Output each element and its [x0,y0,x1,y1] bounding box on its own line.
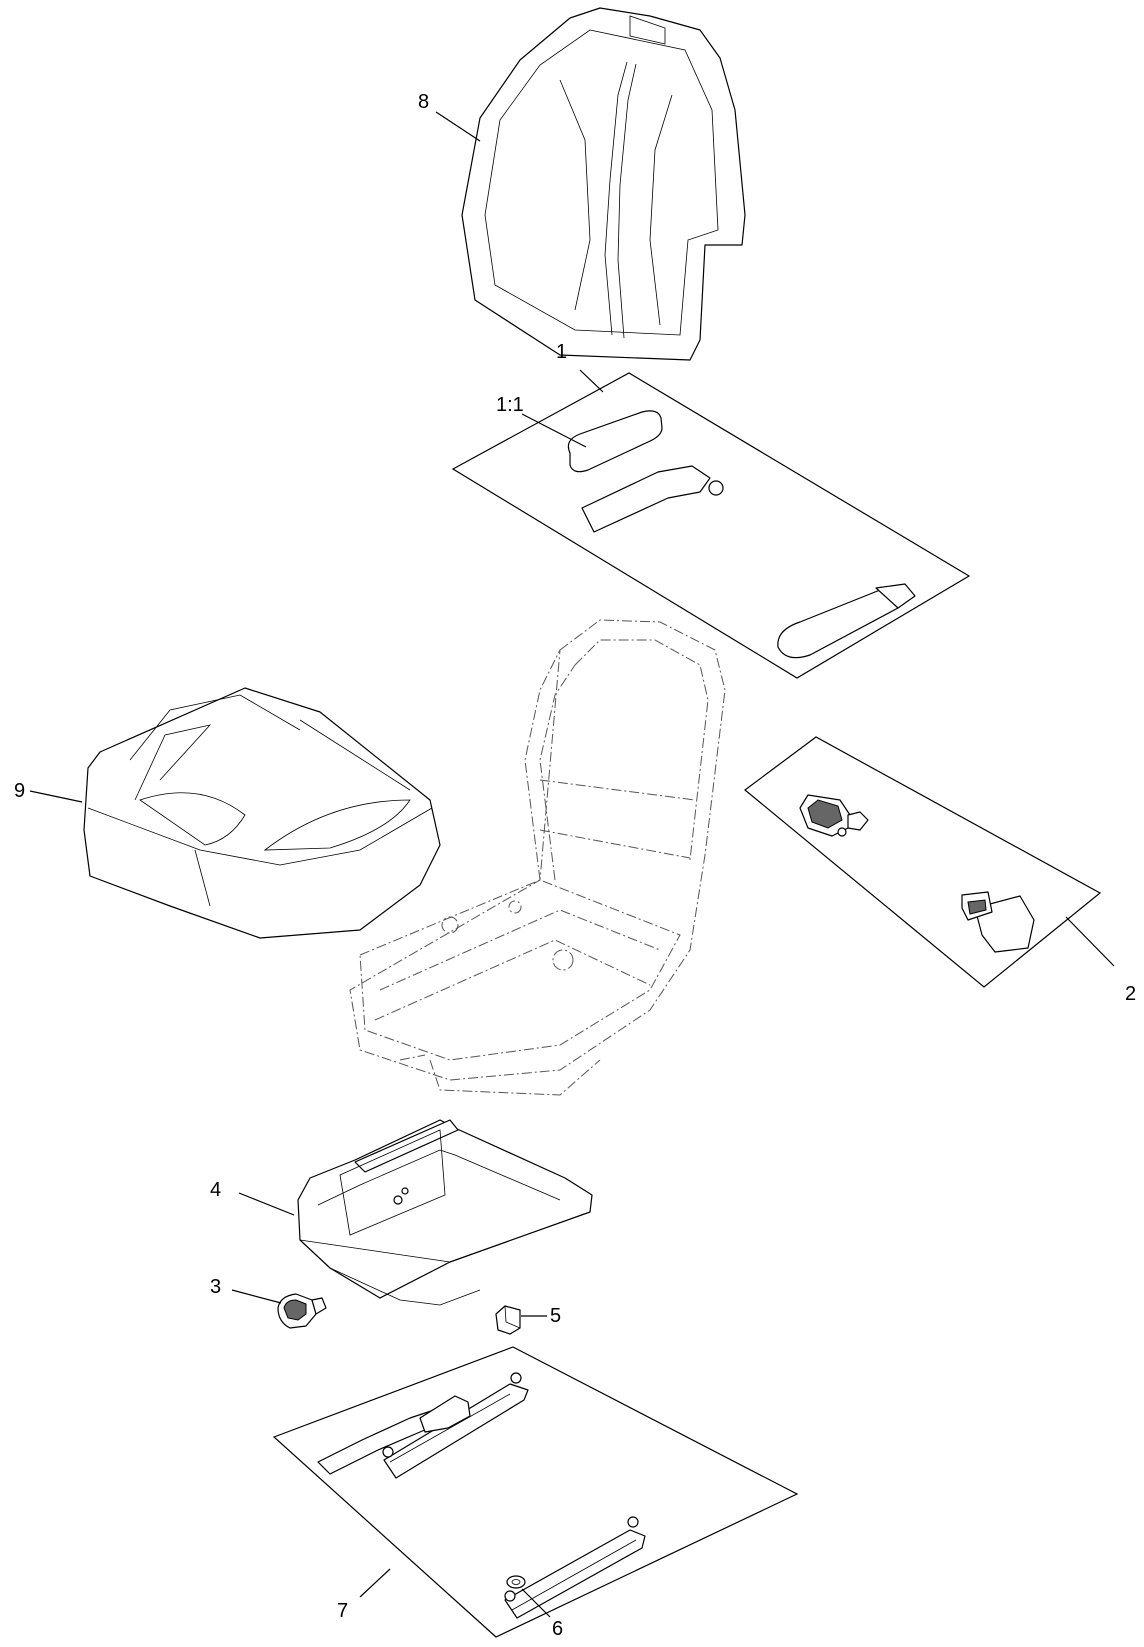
seat-frame-reference [349,619,726,1096]
callout-8: 8 [418,91,429,113]
kit-1-armrest-kit[interactable] [451,372,971,679]
callout-7: 7 [337,1600,348,1622]
kit-2-buckle-kit[interactable] [744,736,1102,988]
part-9-seat-cushion[interactable] [83,687,441,939]
callout-1-1: 1:1 [496,394,524,416]
part-3-knob[interactable] [277,1293,327,1329]
part-5-clip[interactable] [495,1305,521,1335]
part-4-seat-pan[interactable] [297,1119,593,1306]
part-6-washer[interactable] [506,1575,526,1589]
callout-2: 2 [1125,983,1136,1005]
callout-1: 1 [556,341,567,363]
kit-7-slide-rail-kit[interactable] [272,1346,799,1638]
part-8-backrest-cushion[interactable] [461,7,746,361]
callout-labels: 8 1 1:1 9 2 4 3 5 7 6 [14,91,1136,1640]
part-1-1-armrest-pad[interactable] [567,410,663,473]
leader-lines [29,111,1115,1618]
callout-5: 5 [550,1305,561,1327]
callout-4: 4 [210,1179,221,1201]
callout-6: 6 [552,1618,563,1640]
callout-9: 9 [14,780,25,802]
callout-3: 3 [210,1276,221,1298]
